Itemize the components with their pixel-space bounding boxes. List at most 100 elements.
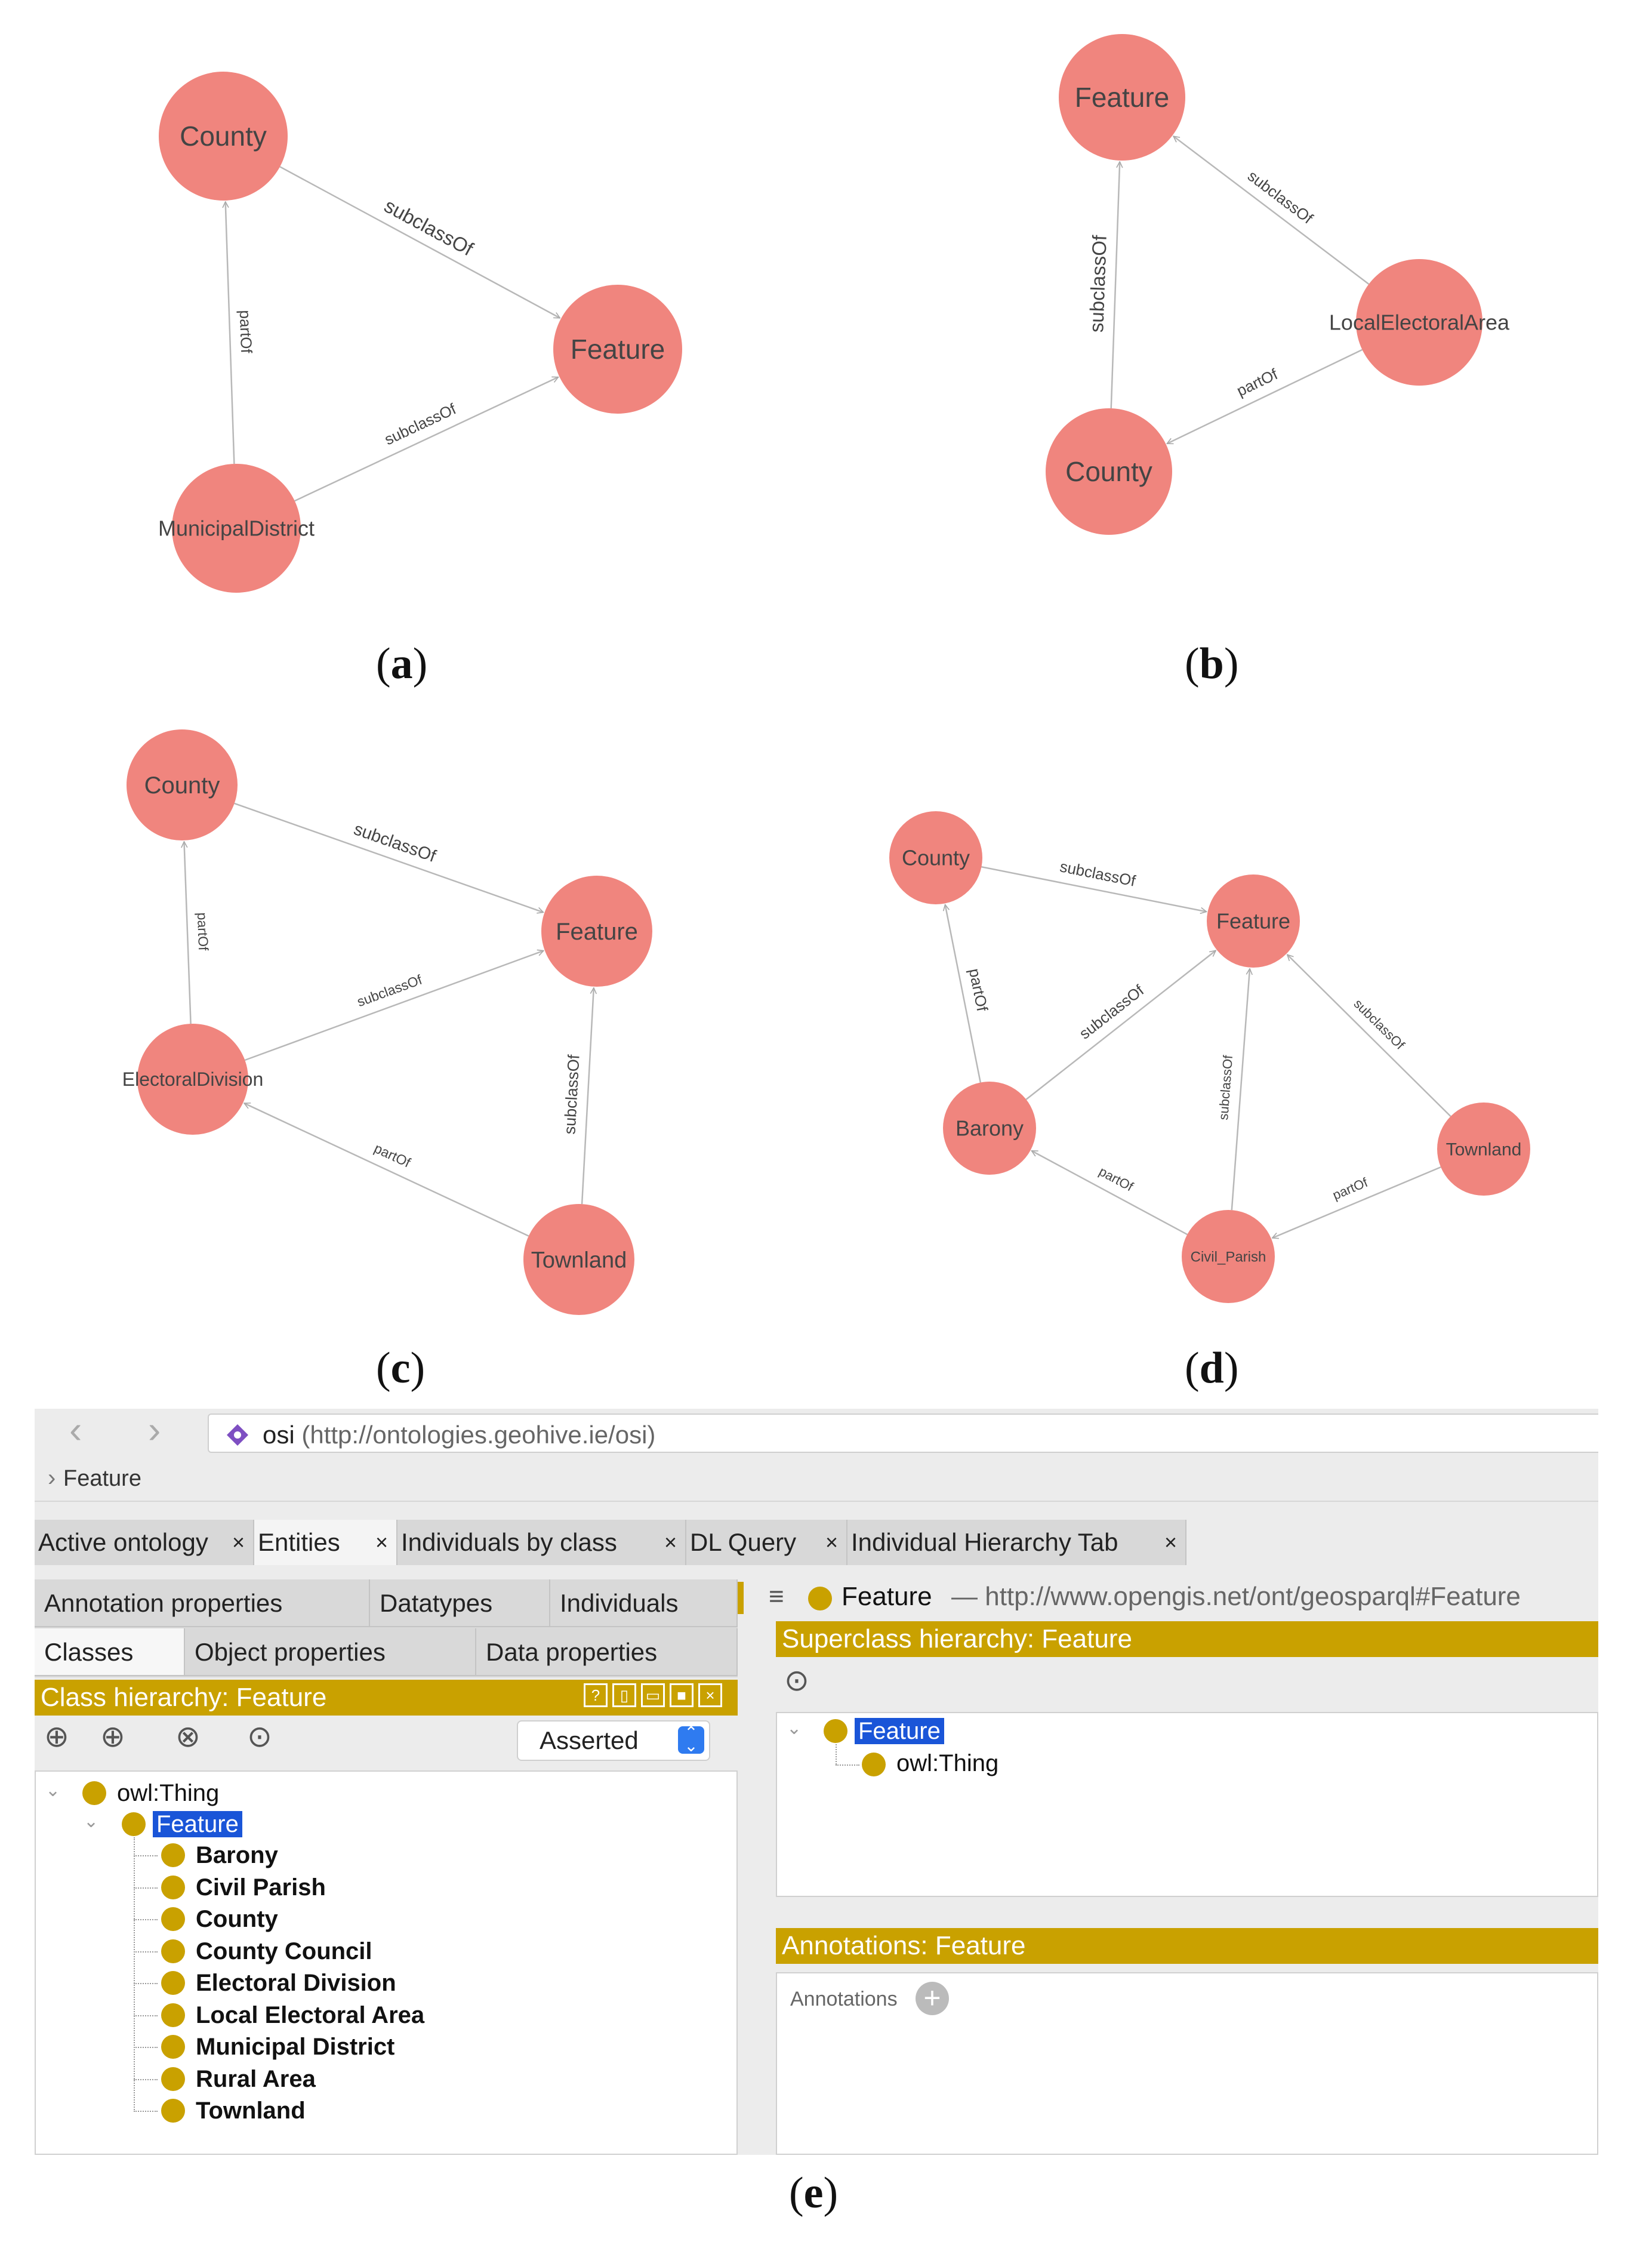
- edge-c-1: [244, 951, 543, 1061]
- node-a-Feature: [553, 285, 682, 414]
- node-b-Feature: [1059, 34, 1185, 161]
- add-annotation-icon[interactable]: +: [916, 1982, 949, 2015]
- crosshair-icon[interactable]: ⊙: [784, 1664, 809, 1697]
- breadcrumb-item[interactable]: Feature: [63, 1466, 141, 1491]
- tab-bar: Active ontology× Entities× Individuals b…: [35, 1520, 1186, 1565]
- edge-b-1: [1110, 162, 1120, 409]
- edge-label-d-3: subclassOf: [1351, 996, 1408, 1053]
- tree-child-item[interactable]: County: [196, 1906, 278, 1932]
- class-dot-icon: [161, 1907, 185, 1931]
- annotations-label: Annotations: [790, 1988, 898, 2010]
- edge-d-5: [1031, 1150, 1188, 1236]
- class-dot-icon: [161, 2099, 185, 2123]
- edge-label-c-1: subclassOf: [355, 972, 424, 1010]
- expand-chevron-icon[interactable]: ⌄: [84, 1812, 99, 1831]
- split-vertical-icon[interactable]: ▯: [612, 1683, 636, 1707]
- edge-label-b-0: subclassOf: [1244, 167, 1317, 227]
- tree-child-item[interactable]: Rural Area: [196, 2065, 316, 2092]
- super-selected[interactable]: Feature: [855, 1718, 944, 1745]
- menu-icon[interactable]: ≡: [769, 1582, 784, 1611]
- node-label-d-Feature: Feature: [1216, 909, 1290, 934]
- class-dot-icon: [808, 1587, 832, 1610]
- tab-entities[interactable]: Entities×: [254, 1520, 397, 1565]
- maximize-icon[interactable]: ■: [670, 1683, 694, 1707]
- tree-child-item[interactable]: Local Electoral Area: [196, 2001, 425, 2028]
- subtab-individuals[interactable]: Individuals: [550, 1579, 738, 1627]
- delete-class-icon[interactable]: ⊗: [175, 1720, 201, 1753]
- tab-dl-query[interactable]: DL Query×: [686, 1520, 847, 1565]
- node-c-County: [127, 729, 238, 840]
- tree-child-item[interactable]: Civil Parish: [196, 1874, 326, 1901]
- help-icon[interactable]: ?: [584, 1683, 608, 1707]
- subtab-datatypes[interactable]: Datatypes: [370, 1579, 550, 1627]
- add-sibling-icon[interactable]: ⊕: [100, 1720, 125, 1753]
- subtab-data-properties[interactable]: Data properties: [476, 1628, 738, 1676]
- node-d-County: [889, 811, 982, 904]
- close-view-icon[interactable]: ×: [698, 1683, 722, 1707]
- entity-iri: — http://www.opengis.net/ont/geosparql#F…: [951, 1582, 1521, 1611]
- node-label-c-ElectoralDivision: ElectoralDivision: [122, 1068, 264, 1090]
- edge-a-1: [294, 376, 559, 502]
- tab-individuals-by-class[interactable]: Individuals by class×: [397, 1520, 686, 1565]
- close-icon[interactable]: ×: [664, 1530, 677, 1554]
- subtab-classes[interactable]: Classes: [35, 1628, 185, 1676]
- tree-child-item[interactable]: Municipal District: [196, 2034, 395, 2060]
- caption-a: (a): [376, 639, 428, 688]
- edge-c-3: [184, 842, 192, 1024]
- class-dot-icon: [862, 1753, 886, 1776]
- tree-child-item[interactable]: County Council: [196, 1938, 372, 1964]
- class-dot-icon: [161, 1875, 185, 1899]
- caption-e: (e): [789, 2169, 839, 2218]
- node-a-County: [159, 72, 288, 201]
- tree-root[interactable]: owl:Thing: [117, 1780, 220, 1806]
- crosshair-icon[interactable]: ⊙: [247, 1720, 272, 1753]
- forward-arrow-icon[interactable]: ›: [148, 1409, 161, 1451]
- node-label-b-Feature: Feature: [1075, 82, 1170, 113]
- ontology-iri-box[interactable]: osi (http://ontologies.geohive.ie/osi): [208, 1413, 1598, 1453]
- stepper-icon[interactable]: ⌃⌄: [678, 1724, 704, 1754]
- edge-d-2: [1231, 969, 1250, 1211]
- subtab-object-properties[interactable]: Object properties: [185, 1628, 476, 1676]
- close-icon[interactable]: ×: [232, 1530, 245, 1554]
- node-label-c-County: County: [144, 772, 220, 799]
- edge-label-c-2: subclassOf: [560, 1054, 582, 1135]
- edge-label-b-2: partOf: [1234, 365, 1281, 400]
- edge-label-c-3: partOf: [195, 912, 211, 951]
- edge-b-0: [1173, 136, 1370, 285]
- back-arrow-icon[interactable]: ‹: [69, 1409, 82, 1451]
- class-dot-icon: [161, 2003, 185, 2027]
- navigation-bar: ‹ › osi (http://ontologies.geohive.ie/os…: [35, 1409, 1598, 1456]
- entity-name: Feature: [842, 1582, 932, 1611]
- super-parent[interactable]: owl:Thing: [896, 1750, 999, 1776]
- node-c-ElectoralDivision: [137, 1024, 248, 1135]
- expand-chevron-icon[interactable]: ⌄: [787, 1719, 802, 1738]
- tab-individual-hierarchy[interactable]: Individual Hierarchy Tab×: [847, 1520, 1186, 1565]
- add-subclass-icon[interactable]: ⊕: [44, 1720, 69, 1753]
- annotations-header: Annotations: Feature: [776, 1928, 1598, 1964]
- edge-c-2: [581, 988, 594, 1205]
- tree-child-item[interactable]: Electoral Division: [196, 1970, 396, 1996]
- edge-a-2: [226, 202, 235, 464]
- subtab-annotation-properties[interactable]: Annotation properties: [35, 1579, 370, 1627]
- node-d-Civil_Parish: [1182, 1210, 1275, 1303]
- tree-child-item[interactable]: Townland: [196, 2098, 306, 2124]
- class-dot-icon: [161, 1843, 185, 1867]
- node-label-d-Townland: Townland: [1446, 1140, 1522, 1160]
- tree-selected[interactable]: Feature: [153, 1811, 242, 1838]
- node-c-Feature: [541, 876, 652, 987]
- edge-d-0: [981, 866, 1206, 911]
- superclass-tree: ⌄ Feature owl:Thing: [776, 1712, 1598, 1897]
- node-c-Townland: [523, 1204, 634, 1315]
- close-icon[interactable]: ×: [1164, 1530, 1177, 1554]
- close-icon[interactable]: ×: [825, 1530, 838, 1554]
- edge-label-a-2: partOf: [236, 310, 255, 354]
- class-toolbar: ⊕ ⊕ ⊗ ⊙ Asserted ⌃⌄: [35, 1719, 738, 1761]
- node-label-c-Townland: Townland: [531, 1248, 627, 1273]
- split-horizontal-icon[interactable]: ▭: [641, 1683, 665, 1707]
- tree-child-item[interactable]: Barony: [196, 1842, 278, 1868]
- expand-chevron-icon[interactable]: ⌄: [45, 1781, 61, 1800]
- node-a-MunicipalDistrict: [172, 464, 301, 593]
- tab-active-ontology[interactable]: Active ontology×: [35, 1520, 254, 1565]
- close-icon[interactable]: ×: [375, 1530, 388, 1554]
- asserted-selector[interactable]: Asserted ⌃⌄: [517, 1720, 710, 1761]
